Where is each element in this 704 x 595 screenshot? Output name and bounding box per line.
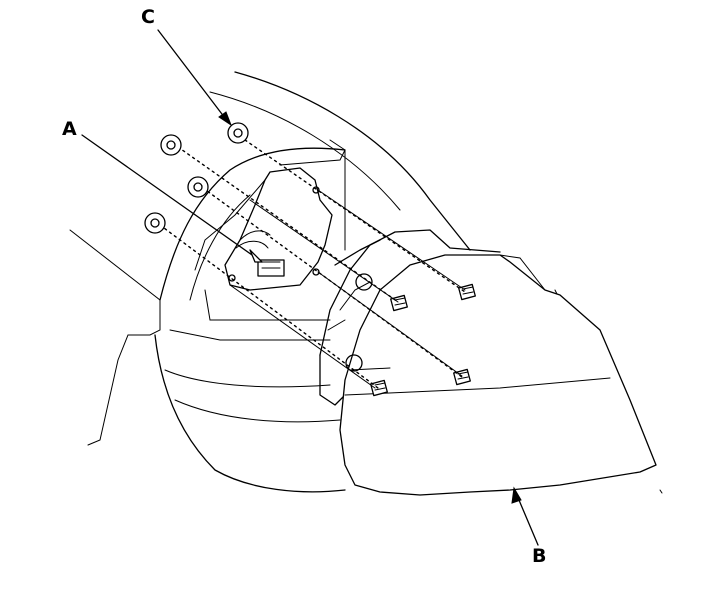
callout-a-label: A <box>62 118 77 140</box>
leader-lines <box>81 29 539 546</box>
taillight-assembly <box>319 229 657 496</box>
nut <box>144 212 166 234</box>
leader-c <box>157 29 229 123</box>
wire-harness-connector <box>235 230 285 277</box>
callout-b-label: B <box>532 545 547 567</box>
arrow-head-a <box>249 249 263 263</box>
callout-c-label: C <box>141 6 155 28</box>
mounting-holes <box>228 186 320 282</box>
lamp-studs <box>370 283 476 397</box>
flange-nuts <box>144 122 249 234</box>
leader-b <box>515 492 539 546</box>
nut <box>160 134 182 156</box>
arrow-head-b <box>511 486 522 504</box>
nut-c <box>227 122 249 144</box>
arrow-head-c <box>218 111 233 127</box>
nut <box>187 176 209 198</box>
leader-a <box>81 134 263 263</box>
alignment-lines <box>159 139 466 389</box>
